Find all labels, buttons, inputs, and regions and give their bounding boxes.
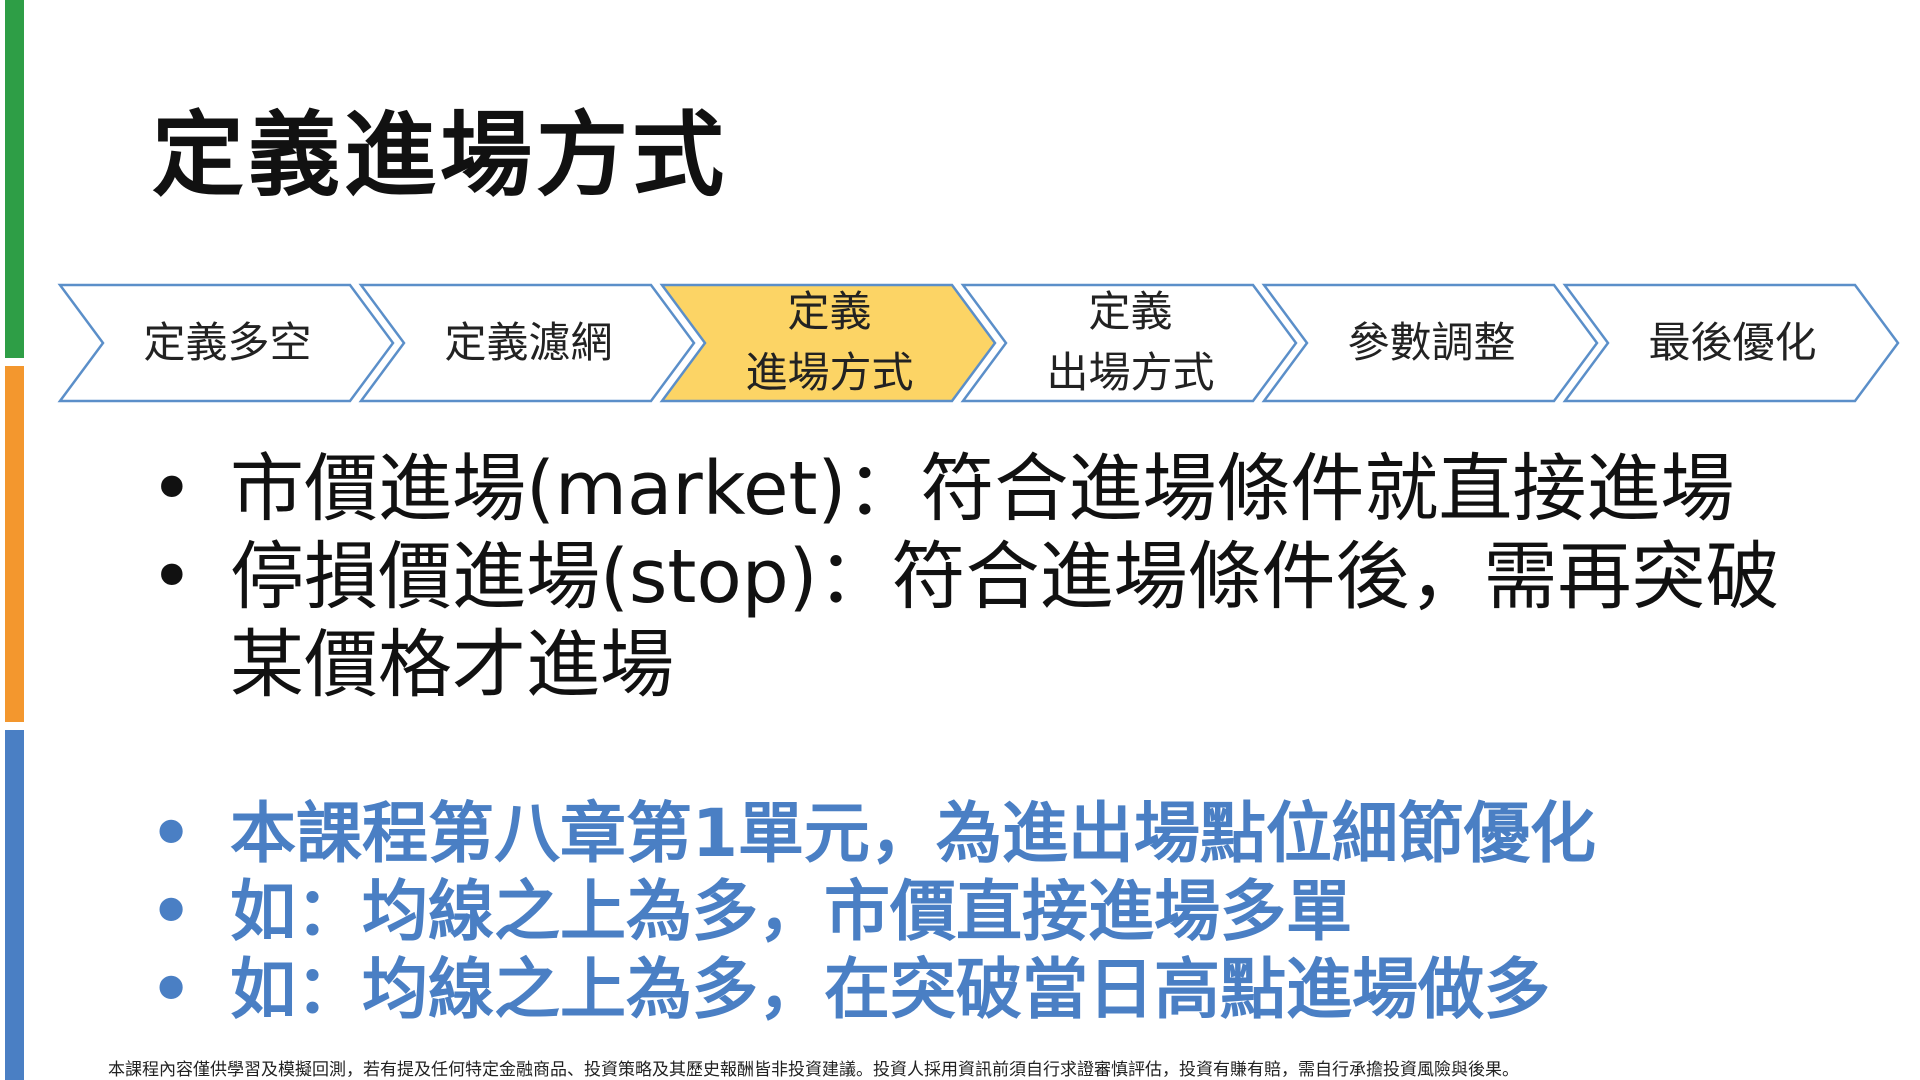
step-define-exit: 定義 出場方式	[960, 283, 1298, 403]
step-label: 定義濾網	[444, 317, 613, 367]
chevron-shape	[1562, 283, 1900, 403]
chevron-shape	[358, 283, 696, 403]
step-label: 定義 出場方式	[1046, 287, 1215, 397]
step-define-filter: 定義濾網	[358, 283, 696, 403]
bullet-market-entry: 市價進場(market)：符合進場條件就直接進場	[150, 445, 1850, 533]
step-label: 最後優化	[1648, 317, 1817, 367]
step-label: 參數調整	[1347, 317, 1516, 367]
step-parameter-tuning: 參數調整	[1261, 283, 1599, 403]
process-steps: 定義多空 定義濾網 定義 進場方式 定義 出場方式 參數調整	[57, 283, 1900, 403]
entry-type-list: 市價進場(market)：符合進場條件就直接進場 停損價進場(stop)：符合進…	[150, 445, 1850, 709]
accent-bar-orange	[5, 366, 24, 722]
chevron-shape	[1261, 283, 1599, 403]
slide-title: 定義進場方式	[152, 102, 729, 209]
bullet-example-breakout: 如：均線之上為多，在突破當日高點進場做多	[150, 951, 1596, 1029]
chevron-shape	[659, 283, 997, 403]
chevron-shape	[57, 283, 395, 403]
accent-bar-blue	[5, 730, 24, 1080]
step-label: 定義 進場方式	[745, 287, 914, 397]
step-define-entry: 定義 進場方式	[659, 283, 997, 403]
disclaimer-text: 本課程內容僅供學習及模擬回測，若有提及任何特定金融商品、投資策略及其歷史報酬皆非…	[108, 1060, 1519, 1080]
step-final-optimization: 最後優化	[1562, 283, 1900, 403]
chevron-shape	[960, 283, 1298, 403]
bullet-stop-entry: 停損價進場(stop)：符合進場條件後，需再突破某價格才進場	[150, 533, 1850, 709]
step-label: 定義多空	[143, 317, 312, 367]
course-notes-list: 本課程第八章第1單元，為進出場點位細節優化 如：均線之上為多，市價直接進場多單 …	[150, 795, 1596, 1029]
step-define-long-short: 定義多空	[57, 283, 395, 403]
accent-bar-green	[5, 0, 24, 358]
bullet-course-chapter: 本課程第八章第1單元，為進出場點位細節優化	[150, 795, 1596, 873]
bullet-example-market: 如：均線之上為多，市價直接進場多單	[150, 873, 1596, 951]
